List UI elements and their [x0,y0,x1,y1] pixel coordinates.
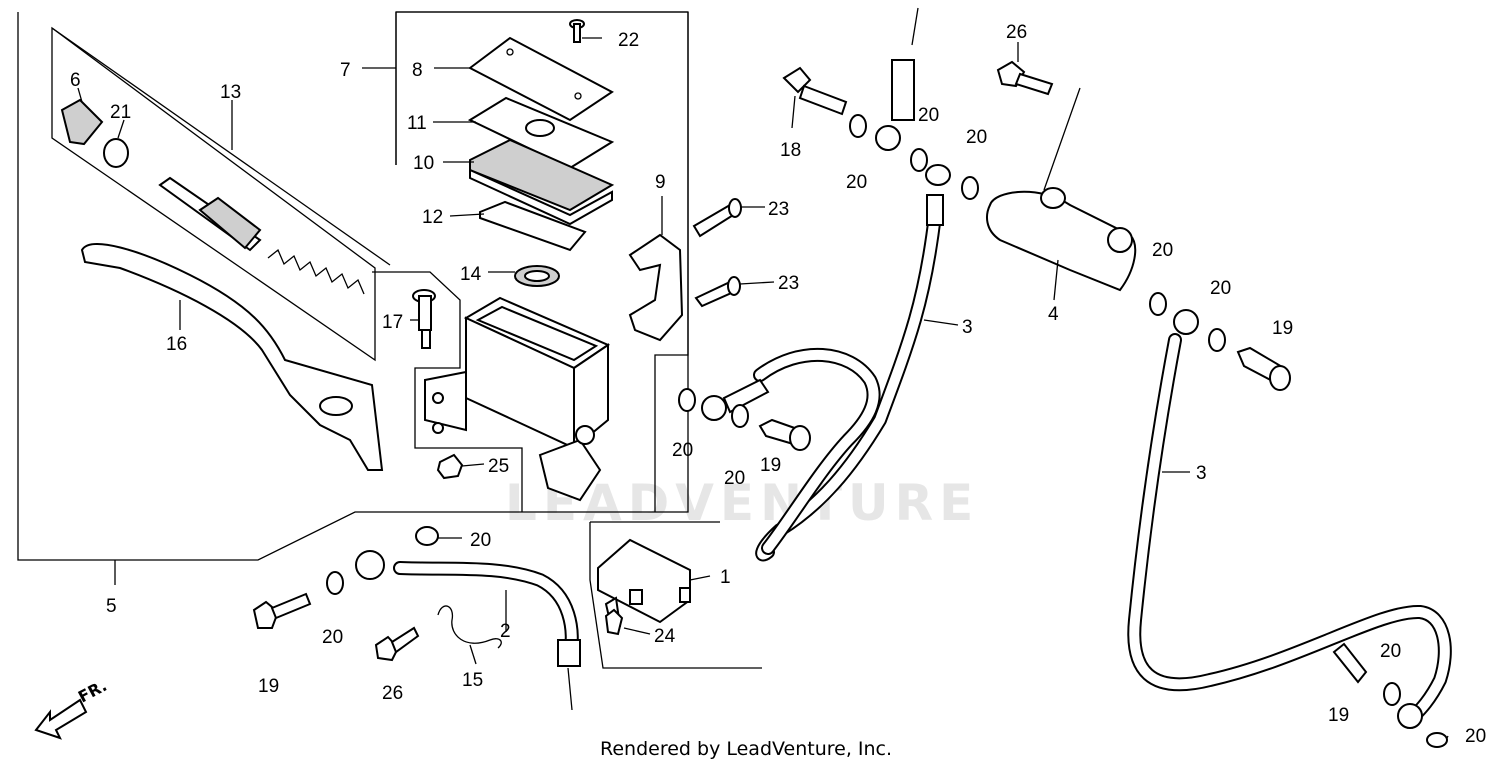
callout-6: 6 [70,70,81,91]
bolts [692,60,1054,308]
callout-16: 16 [166,334,187,355]
callout-19-mid: 19 [760,455,781,476]
callout-15: 15 [462,670,483,691]
callout-12: 12 [422,207,443,228]
callout-20-f: 20 [918,105,939,126]
banjo-bolt [782,66,848,116]
callout-14: 14 [460,264,482,285]
callout-20-j: 20 [1380,641,1401,662]
callout-8: 8 [412,60,423,81]
leader-lines [77,37,1449,739]
callout-3-upper: 3 [962,317,973,338]
brake-pipe [355,550,581,711]
brake-light-switch [597,538,691,632]
bolts-19 [252,346,1368,684]
callout-18: 18 [780,140,801,161]
callout-24: 24 [654,626,676,647]
front-direction-arrow: FR. [34,676,110,740]
spring [267,248,365,295]
callout-20-h: 20 [1152,240,1173,261]
master-cylinder-assembly [60,19,684,502]
pivot-bolt [412,289,436,349]
callout-20-e: 20 [846,172,867,193]
callout-26-top: 26 [1006,22,1027,43]
piston [158,176,262,252]
callout-19-right: 19 [1272,318,1293,339]
callout-23-upper: 23 [768,199,789,220]
callout-19-left: 19 [258,676,279,697]
callout-4: 4 [1048,304,1059,325]
callout-1: 1 [720,567,731,588]
brake-hose-upper [701,164,951,562]
callout-10: 10 [413,153,434,174]
callout-21: 21 [110,102,131,123]
hose-clip [437,605,502,649]
callout-19-bottom: 19 [1328,705,1349,726]
callout-20-i: 20 [1210,278,1231,299]
footer-credit: Rendered by LeadVenture, Inc. [600,738,892,760]
hose-holder [986,187,1137,292]
screw [569,19,585,43]
callout-25: 25 [488,456,509,477]
snap-ring [103,138,129,168]
callout-5: 5 [106,596,117,617]
dust-boot [60,98,104,146]
callout-13: 13 [220,82,241,103]
handlebar-clamp [628,233,684,342]
brake-hose-lower [1127,309,1452,729]
gasket [479,200,587,252]
callout-26-bottom: 26 [382,683,403,704]
callout-3-lower: 3 [1196,463,1207,484]
callout-23-lower: 23 [778,273,799,294]
callout-22: 22 [618,30,639,51]
callout-11: 11 [407,113,427,134]
callout-labels: 1 2 3 3 4 5 6 7 8 9 10 11 12 13 14 15 16… [70,22,1486,747]
callout-17: 17 [382,312,403,333]
diaphragm [469,138,615,212]
callout-9: 9 [655,172,666,193]
callout-20-k: 20 [1465,726,1486,747]
callout-20-c: 20 [672,440,693,461]
bolt-lower [694,276,741,308]
nut [436,453,464,480]
group-frames [17,11,762,669]
bolt-upper [692,198,742,238]
brake-lever [80,243,384,471]
callout-20-d: 20 [724,468,745,489]
bolt-holder [996,60,1054,96]
callout-20-b: 20 [322,627,343,648]
callout-7: 7 [340,60,351,81]
callout-20-g: 20 [966,127,987,148]
reservoir-cap [468,36,614,122]
banjo-fitting [875,7,919,151]
callout-2: 2 [500,621,511,642]
callout-20-a: 20 [470,530,491,551]
washers [326,114,1448,748]
